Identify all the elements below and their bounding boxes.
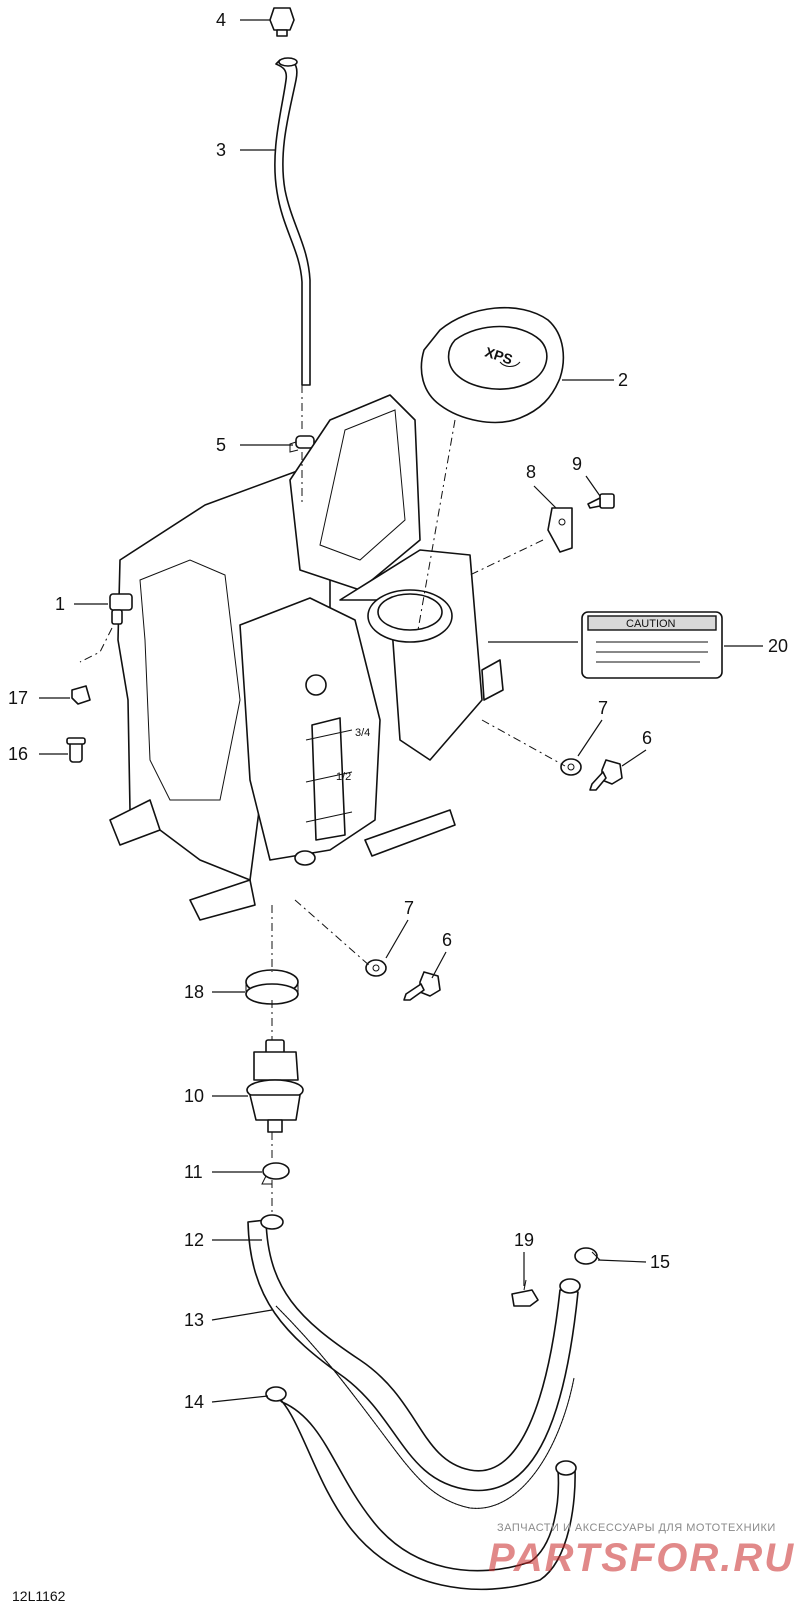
tank-mark-half: 1/2 (336, 771, 351, 783)
callout-13: 13 (184, 1310, 204, 1330)
callout-9: 9 (572, 454, 582, 474)
callout-4: 4 (216, 10, 226, 30)
callout-8: 8 (526, 462, 536, 482)
callout-12: 12 (184, 1230, 204, 1250)
drawing-code: 12L1162 (12, 1588, 66, 1604)
part-4-vent-fitting (269, 7, 295, 37)
callout-20: 20 (768, 636, 788, 656)
callout-18: 18 (184, 982, 204, 1002)
part-5-clamp (289, 435, 315, 453)
part-19-clip (511, 1279, 539, 1307)
part-16-fitting (66, 737, 86, 763)
part-8-plate (547, 507, 573, 553)
callout-6-lower: 6 (442, 930, 452, 950)
part-17-cap (71, 685, 91, 705)
oil-tank-body: 3/4 1/2 (109, 394, 504, 921)
part-7-washer-lower (365, 959, 387, 977)
callout-15: 15 (650, 1252, 670, 1272)
part-12-hose (247, 1214, 581, 1492)
part-1-elbow-fitting (109, 593, 133, 625)
part-13-spring (275, 1305, 575, 1509)
watermark-subtitle: ЗАПЧАСТИ И АКСЕССУАРЫ ДЛЯ МОТОТЕХНИКИ (497, 1522, 776, 1534)
callout-11: 11 (184, 1162, 203, 1182)
callout-19: 19 (514, 1230, 534, 1250)
part-7-washer-upper (560, 758, 582, 776)
callout-7-lower: 7 (404, 898, 414, 918)
part-3-vent-hose (274, 57, 311, 386)
part-2-oil-cap: XPS (420, 306, 565, 424)
callout-2: 2 (618, 370, 628, 390)
callout-10: 10 (184, 1086, 204, 1106)
caution-label-text: CAUTION (626, 618, 676, 630)
callout-16: 16 (8, 744, 28, 764)
leader-lines (39, 19, 763, 1403)
part-18-band-clamp (245, 969, 299, 1005)
part-6-bolt-upper (589, 759, 623, 791)
part-11-clamp (261, 1162, 290, 1185)
callout-numbers: 4 3 5 1 17 16 2 8 9 20 7 6 7 6 18 10 11 … (8, 10, 788, 1412)
callout-6-upper: 6 (642, 728, 652, 748)
part-20-caution-label: CAUTION (581, 611, 723, 679)
callout-14: 14 (184, 1392, 204, 1412)
part-9-screw (587, 493, 615, 509)
part-10-valve (246, 1039, 304, 1133)
part-6-bolt-lower (403, 971, 441, 1001)
part-15-clamp (574, 1247, 601, 1265)
watermark-brand: PARTSFOR.RU (488, 1536, 796, 1580)
part-14-hose (265, 1386, 577, 1591)
callout-17: 17 (8, 688, 28, 708)
callout-3: 3 (216, 140, 226, 160)
tank-mark-three-quarter: 3/4 (355, 727, 370, 739)
callout-5: 5 (216, 435, 226, 455)
callout-7-upper: 7 (598, 698, 608, 718)
callout-1: 1 (55, 594, 65, 614)
